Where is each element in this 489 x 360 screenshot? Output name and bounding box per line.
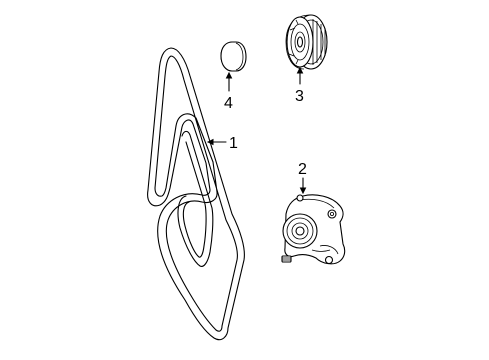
- serpentine-belt: [147, 47, 245, 341]
- idler-pulley: [285, 14, 328, 70]
- callout-belt: 1: [229, 135, 238, 152]
- pulley-cap: [220, 41, 247, 72]
- callout-idler-pulley: 3: [295, 88, 304, 105]
- belt-tensioner: [281, 194, 346, 265]
- callout-tensioner: 2: [298, 161, 307, 178]
- callout-cap: 4: [224, 95, 233, 112]
